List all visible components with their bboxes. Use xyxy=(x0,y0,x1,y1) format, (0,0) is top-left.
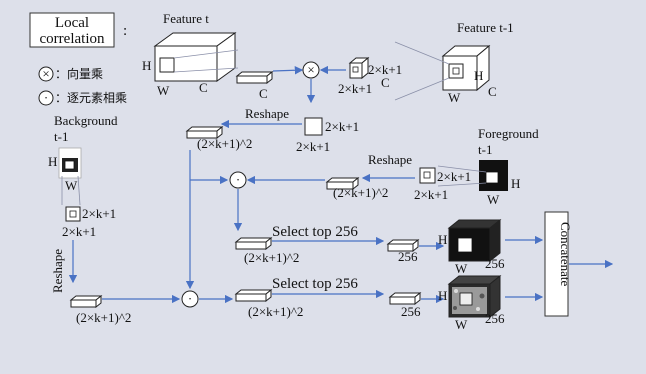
foreground-vector-size: (2×k+1)^2 xyxy=(333,185,388,200)
reshape-label-top: Reshape xyxy=(245,106,289,121)
concatenate-label: Concatenate xyxy=(558,222,573,286)
feature-t-vector: C xyxy=(235,70,274,101)
patch-size-right: 2×k+1 xyxy=(368,62,402,77)
bottom-branch-256: 256 xyxy=(401,304,421,319)
feature-t: Feature t H W C xyxy=(142,11,239,98)
legend-box xyxy=(29,12,115,48)
select-top-label-2: Select top 256 xyxy=(272,276,358,292)
background-W: W xyxy=(65,178,78,193)
background-vector-size: (2×k+1)^2 xyxy=(76,310,131,325)
correlation-vector: (2×k+1)^2 xyxy=(185,125,252,151)
background-vector: (2×k+1)^2 xyxy=(69,294,131,325)
select-top-label-1: Select top 256 xyxy=(272,224,358,240)
elementwise-operator-top-symbol: · xyxy=(236,172,240,187)
foreground-H: H xyxy=(511,176,520,191)
background-t1: Background t-1 H W 2×k+1 2×k+1 xyxy=(48,113,118,239)
bg-cube-W: W xyxy=(455,317,468,332)
feature-t-C: C xyxy=(199,80,208,95)
foreground-label-line1: Foreground xyxy=(478,126,539,141)
multiply-operator-symbol: × xyxy=(307,62,314,77)
background-patch-size-bottom: 2×k+1 xyxy=(62,224,96,239)
feature-t1-H: H xyxy=(474,68,483,83)
bg-cube-256: 256 xyxy=(485,311,505,326)
fg-cube-W: W xyxy=(455,261,468,276)
feature-t-vector-C: C xyxy=(259,86,268,101)
elementwise-operator-bottom xyxy=(181,290,199,308)
multiply-legend-symbol: × xyxy=(42,66,49,81)
feature-t-W: W xyxy=(157,83,170,98)
feature-t1-C: C xyxy=(488,84,497,99)
multiply-legend-label: ：向量乘 xyxy=(55,66,103,81)
concatenate-block: Concatenate xyxy=(544,211,573,317)
background-label-line2: t-1 xyxy=(54,129,68,144)
foreground-vector: (2×k+1)^2 xyxy=(325,176,388,200)
patch-size-bottom: 2×k+1 xyxy=(338,81,372,96)
background-label-line1: Background xyxy=(54,113,118,128)
top-branch-256: 256 xyxy=(398,249,418,264)
correlation-map: 2×k+1 2×k+1 Reshape xyxy=(245,106,359,154)
foreground-t1: Foreground t-1 H W 2×k+1 2×k+1 Reshape xyxy=(368,126,539,207)
legend: Local correlation : × ：向量乘 · ：逐元素相乘 xyxy=(29,12,127,106)
elementwise-operator-top xyxy=(229,171,247,189)
correlation-vector-size: (2×k+1)^2 xyxy=(197,136,252,151)
top-branch-256-vector: 256 xyxy=(386,238,420,264)
bg-cube-H: H xyxy=(438,288,447,303)
correlation-size-bottom: 2×k+1 xyxy=(296,139,330,154)
feature-t-H: H xyxy=(142,58,151,73)
elementwise-legend-symbol: · xyxy=(44,90,48,105)
background-H: H xyxy=(48,154,57,169)
foreground-feature-cube: H W 256 xyxy=(438,218,505,276)
patch-C: C xyxy=(381,75,390,90)
foreground-W: W xyxy=(487,192,500,207)
feature-t-window xyxy=(159,57,175,73)
legend-title-line2: correlation xyxy=(40,31,105,47)
correlation-size-right: 2×k+1 xyxy=(325,119,359,134)
fg-cube-256: 256 xyxy=(485,256,505,271)
feature-t1-label: Feature t-1 xyxy=(457,20,514,35)
elementwise-legend-icon xyxy=(38,90,54,106)
bottom-branch-vector-size: (2×k+1)^2 xyxy=(248,304,303,319)
foreground-patch-size-bottom: 2×k+1 xyxy=(414,187,448,202)
background-feature-cube: H W 256 xyxy=(438,274,505,332)
top-branch-vector: (2×k+1)^2 xyxy=(234,236,299,265)
bottom-branch-vector: (2×k+1)^2 xyxy=(234,288,303,319)
reshape-label-left: Reshape xyxy=(50,249,65,293)
legend-title-line1: Local xyxy=(55,15,89,31)
feature-t1: Feature t-1 H W C xyxy=(394,20,514,105)
multiply-legend-icon xyxy=(38,66,54,82)
reshape-label-right: Reshape xyxy=(368,152,412,167)
feature-t1-W: W xyxy=(448,90,461,105)
multiply-operator xyxy=(302,61,320,79)
foreground-label-line2: t-1 xyxy=(478,142,492,157)
background-patch-size-right: 2×k+1 xyxy=(82,206,116,221)
feature-t1-patch: 2×k+1 2×k+1 C xyxy=(338,56,402,96)
bottom-branch-256-vector: 256 xyxy=(388,291,422,319)
fg-cube-H: H xyxy=(438,232,447,247)
elementwise-legend-label: ：逐元素相乘 xyxy=(55,91,127,105)
foreground-patch-size-right: 2×k+1 xyxy=(437,169,471,184)
top-branch-vector-size: (2×k+1)^2 xyxy=(244,250,299,265)
elementwise-operator-bottom-symbol: · xyxy=(188,291,192,306)
legend-colon: : xyxy=(123,23,127,39)
feature-t-label: Feature t xyxy=(163,11,209,26)
